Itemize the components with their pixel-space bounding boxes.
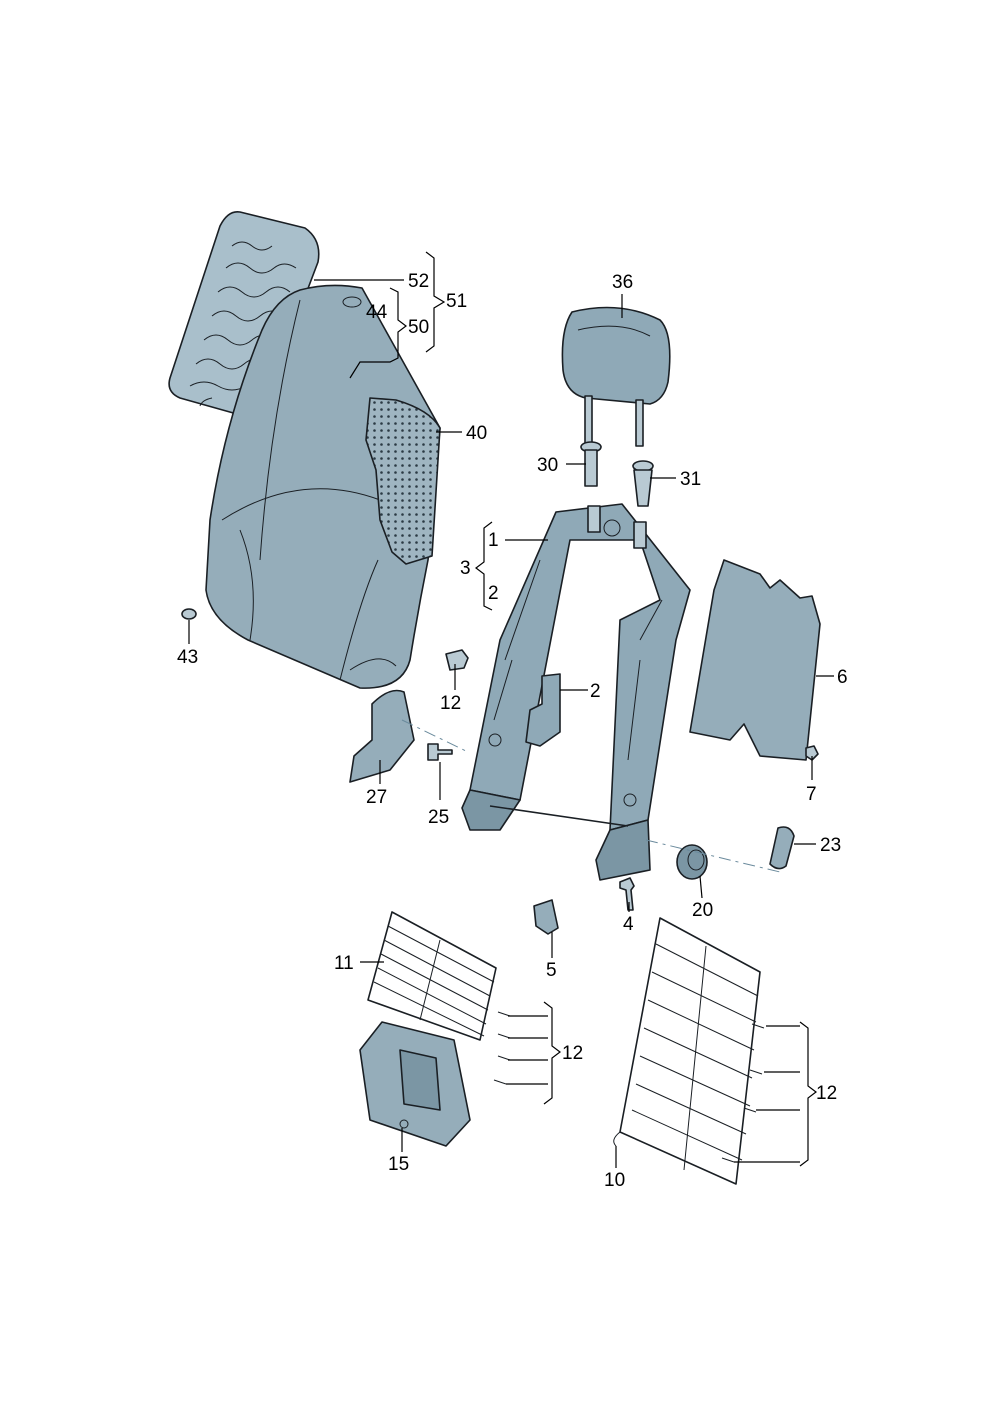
label-12-springs-right: 12 (816, 1083, 837, 1104)
label-11: 11 (334, 953, 354, 974)
clip-part (805, 745, 819, 761)
spring-mat-part (613, 917, 761, 1185)
label-1: 1 (488, 530, 499, 551)
head-restraint-part (561, 306, 671, 447)
heating-pad-part (168, 210, 320, 418)
label-23: 23 (820, 835, 841, 856)
label-44: 44 (366, 302, 388, 323)
spring-clips-part (493, 1011, 765, 1163)
grommet-part (181, 608, 197, 620)
label-43: 43 (177, 647, 198, 668)
bracket-part (533, 899, 559, 935)
guide-sleeve-part (580, 441, 654, 507)
side-cover-part (349, 689, 415, 783)
label-52: 52 (408, 271, 429, 292)
screw-part (427, 743, 453, 761)
label-6: 6 (837, 667, 848, 688)
callout-labels: 52 51 44 50 40 36 30 31 1 3 2 2 6 43 12 … (177, 271, 848, 1191)
backrest-cover-part (205, 284, 441, 689)
knob-part (676, 844, 708, 880)
label-5: 5 (546, 960, 557, 981)
label-3: 3 (460, 558, 471, 579)
cap-part (769, 826, 795, 870)
back-panel-part (689, 559, 821, 761)
bolt-part (619, 877, 635, 911)
label-20: 20 (692, 900, 713, 921)
label-25: 25 (428, 807, 449, 828)
leader-lines (188, 251, 834, 1168)
carrier-plate-part (359, 1021, 471, 1147)
label-10: 10 (604, 1170, 625, 1191)
label-12-springs-left: 12 (562, 1043, 583, 1064)
label-4: 4 (623, 914, 634, 935)
lumbar-support-part (367, 911, 497, 1041)
label-40: 40 (466, 423, 487, 444)
retainer-part (445, 649, 469, 671)
label-2-adjuster: 2 (590, 681, 601, 702)
label-12-retainer: 12 (440, 693, 461, 714)
label-27: 27 (366, 787, 387, 808)
label-30: 30 (537, 455, 558, 476)
label-31: 31 (680, 469, 701, 490)
label-36: 36 (612, 272, 633, 293)
backrest-frame-part (461, 503, 691, 881)
label-7: 7 (806, 784, 817, 805)
label-2-frame: 2 (488, 583, 499, 604)
label-51: 51 (446, 291, 467, 312)
label-15: 15 (388, 1154, 409, 1175)
label-50: 50 (408, 317, 429, 338)
lumbar-adjuster-part (525, 673, 561, 747)
